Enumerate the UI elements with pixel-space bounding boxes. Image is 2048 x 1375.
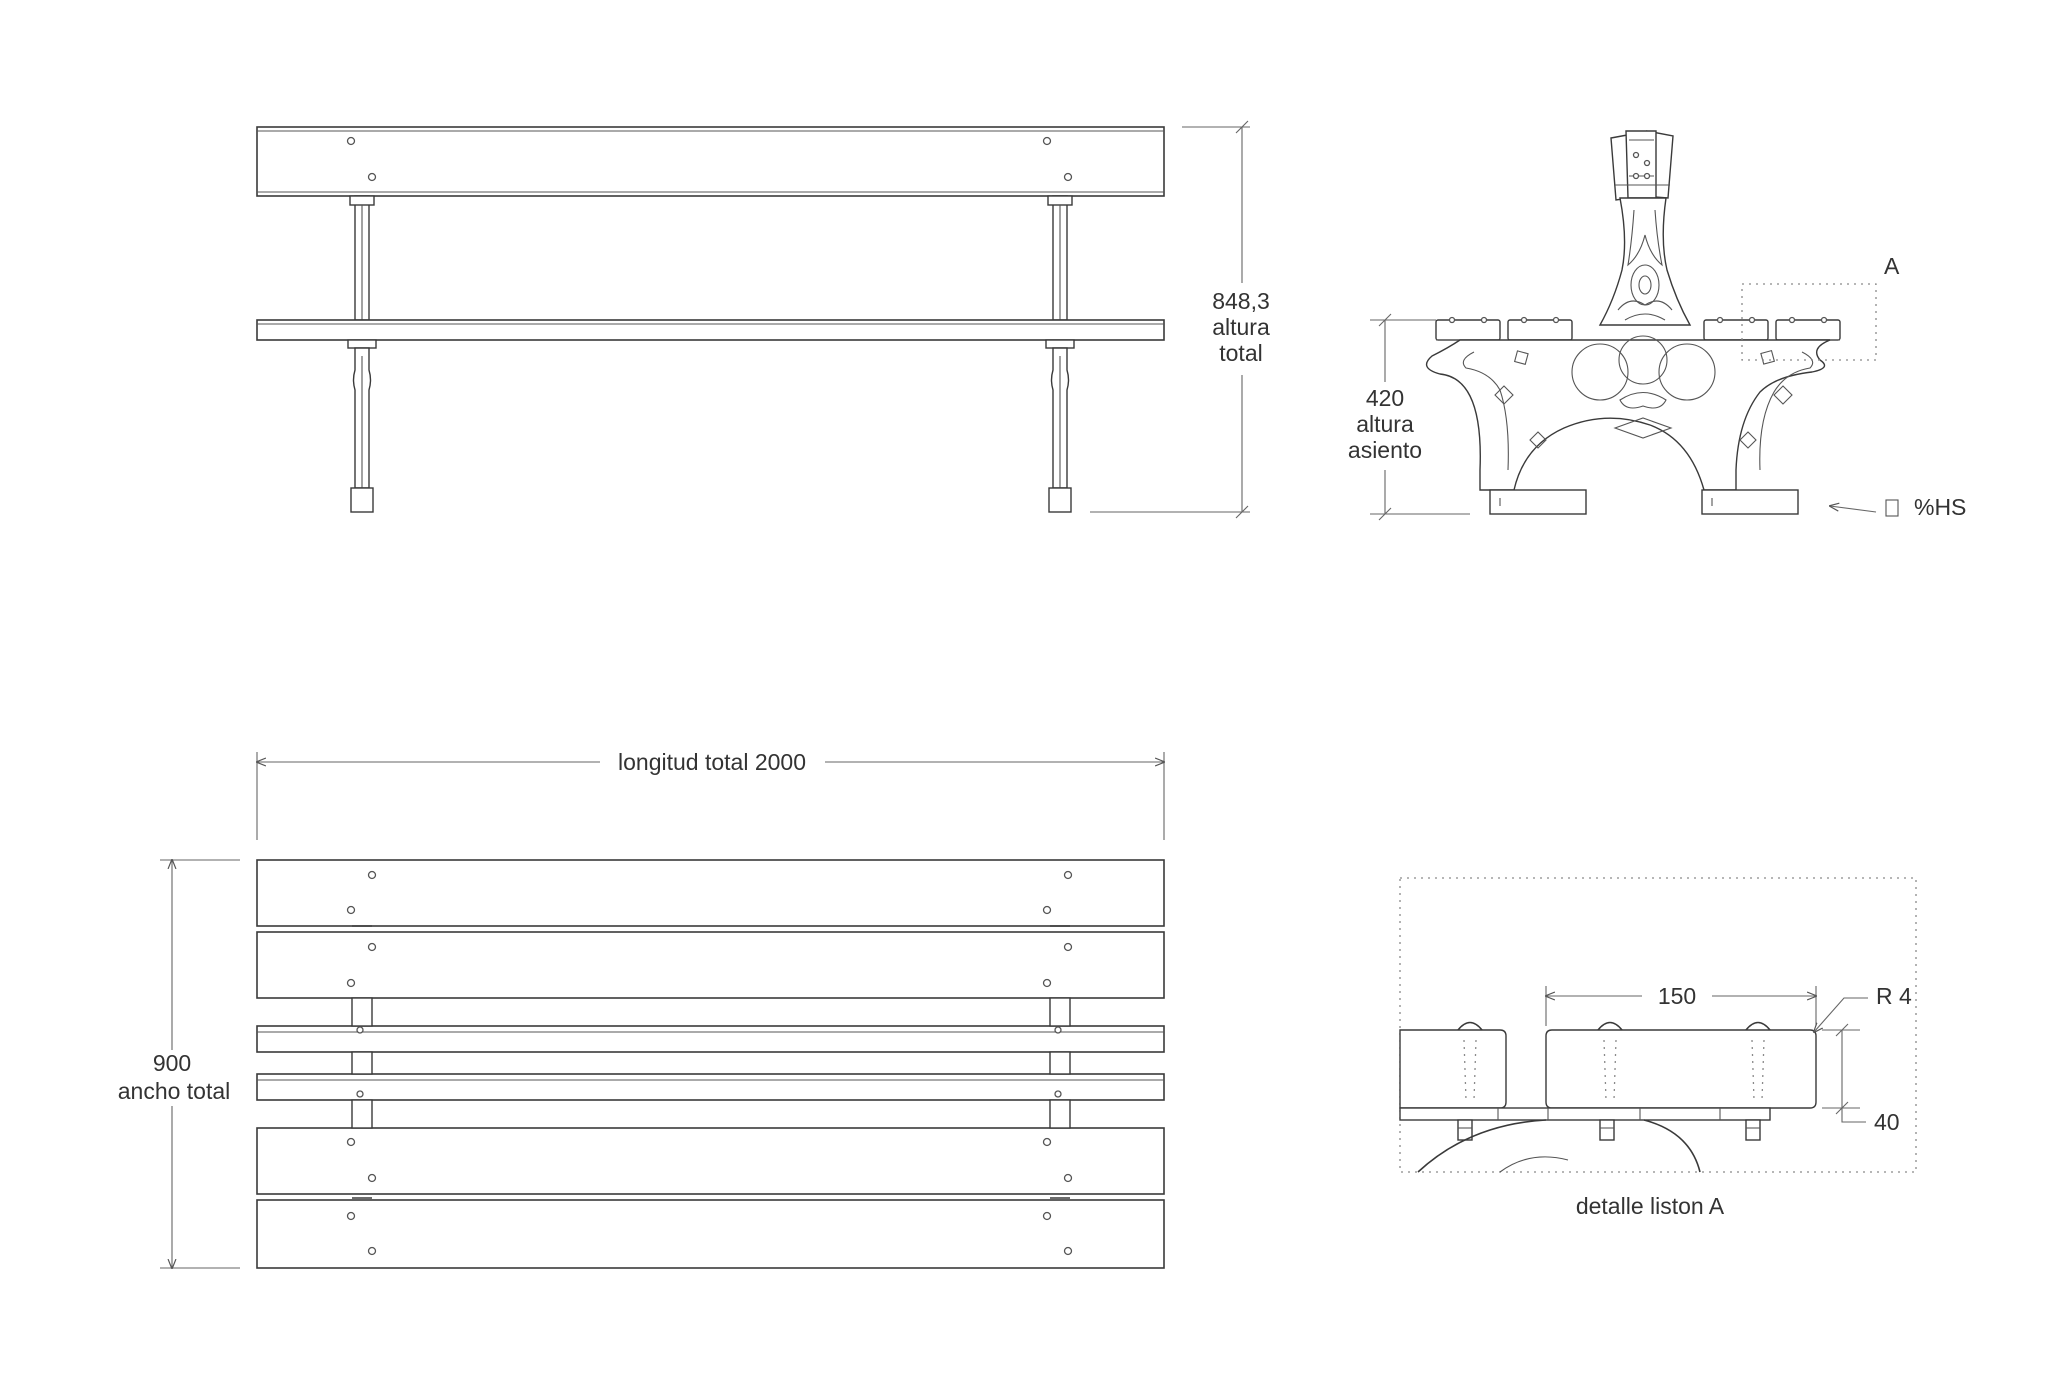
plan-slat-2 xyxy=(256,931,1165,999)
ornate-upright xyxy=(1598,197,1692,326)
side-right-foot xyxy=(1701,489,1799,515)
plan-supports xyxy=(351,925,1071,1199)
plan-bolt-holes xyxy=(346,870,1073,1256)
backrest-slat xyxy=(256,126,1165,197)
radius-leader xyxy=(1814,997,1868,1032)
slat-width-label: 150 xyxy=(1658,983,1696,1009)
anchor-leader xyxy=(1830,506,1877,513)
side-left-foot xyxy=(1489,489,1587,515)
total-height-value: 848,3 xyxy=(1212,288,1270,314)
right-foot xyxy=(1048,487,1072,513)
plan-slat-3 xyxy=(256,1127,1165,1195)
left-foot xyxy=(350,487,374,513)
seat-height-label-2: asiento xyxy=(1348,437,1422,463)
anchor-label: %HS xyxy=(1914,494,1966,520)
detail-frame xyxy=(1399,877,1917,1173)
cast-iron-side-frame xyxy=(1425,339,1831,491)
plan-slat-1 xyxy=(256,859,1165,927)
total-height-label-1: altura xyxy=(1212,314,1270,340)
slat-thickness-label: 40 xyxy=(1874,1109,1900,1135)
plan-slat-4 xyxy=(256,1199,1165,1269)
total-length-label: longitud total 2000 xyxy=(618,749,806,775)
plan-back-slat-2 xyxy=(256,1073,1165,1101)
total-height-label-2: total xyxy=(1219,340,1262,366)
front-elevation-view: 848,3 altura total xyxy=(256,120,1284,519)
detail-caption: detalle liston A xyxy=(1576,1193,1725,1219)
missing-glyph-icon xyxy=(1885,499,1899,517)
detail-slat-left xyxy=(1399,1029,1507,1109)
top-plan-view: longitud total 2000 900 ancho total xyxy=(118,749,1164,1268)
detail-slat-main xyxy=(1545,1029,1817,1109)
total-width-label: ancho total xyxy=(118,1078,231,1104)
seat-slat-front xyxy=(256,319,1165,341)
detail-support-plate xyxy=(1399,1107,1771,1121)
side-elevation-view: A %HS 420 altura asiento xyxy=(1336,130,1966,521)
radius-label: R 4 xyxy=(1876,983,1912,1009)
detail-bolts xyxy=(1457,1021,1771,1101)
seat-height-label-1: altura xyxy=(1356,411,1414,437)
seat-height-value: 420 xyxy=(1366,385,1404,411)
plan-back-slat-1 xyxy=(256,1025,1165,1053)
total-width-value: 900 xyxy=(153,1050,191,1076)
slat-detail-view: 150 R 4 40 detalle liston A xyxy=(1399,877,1917,1219)
side-backrest xyxy=(1610,130,1674,201)
detail-marker-box xyxy=(1741,283,1877,361)
detail-marker-label: A xyxy=(1884,253,1900,279)
